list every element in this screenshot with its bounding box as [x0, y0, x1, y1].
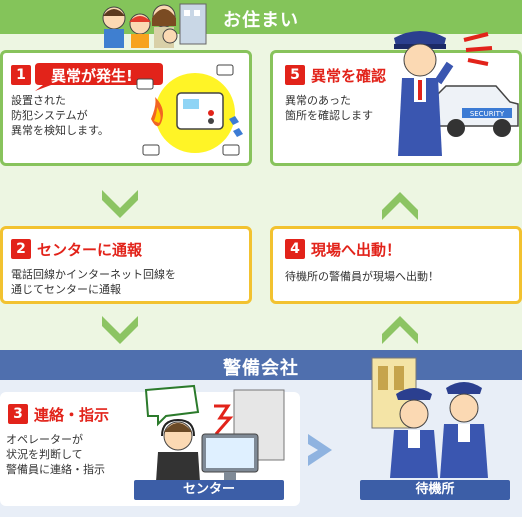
step-1-desc-line-1: 設置された: [11, 94, 66, 107]
step-1-number: 1: [11, 65, 31, 85]
step-4-desc-line-1: 待機所の警備員が現場へ出動！: [285, 270, 439, 283]
standby-guards-illustration: [371, 357, 488, 478]
step-1-title: 異常が発生!: [51, 67, 133, 85]
step-2-card: 2 センターに通報 電話回線かインターネット回線を 通じてセンターに通報: [0, 226, 252, 304]
step-4-card: 4 現場へ出動！ 待機所の警備員が現場へ出動！: [270, 226, 522, 304]
arrow-down-icon: [102, 190, 138, 218]
step-5-title: 異常を確認: [311, 67, 387, 85]
step-5-desc-line-2: 箇所を確認します: [285, 109, 373, 122]
step-5-desc-line-1: 異常のあった: [285, 94, 351, 107]
operator-illustration: [144, 384, 285, 482]
standby-label: 待機所: [360, 480, 510, 500]
center-label: センター: [134, 480, 284, 500]
step-4-title: 現場へ出動！: [311, 241, 402, 259]
step-2-number: 2: [11, 239, 31, 259]
step-3-title: 連絡・指示: [34, 406, 110, 424]
alert-speech-bubble: [35, 63, 163, 91]
step-3-desc-line-1: オペレーターが: [6, 433, 83, 446]
step-5-card: 5 異常を確認 異常のあった 箇所を確認します: [270, 50, 522, 166]
step-3-number: 3: [8, 404, 28, 424]
step-1-desc-line-2: 防犯システムが: [11, 109, 88, 122]
arrow-up-icon: [382, 192, 418, 220]
arrow-up-icon-2: [382, 316, 418, 344]
step-5-number: 5: [285, 65, 305, 85]
step-2-title: センターに通報: [37, 241, 143, 259]
step-2-desc-line-1: 電話回線かインターネット回線を: [11, 268, 176, 281]
security-company-band: 警備会社: [0, 350, 522, 380]
step-3-desc-line-3: 警備員に連絡・指示: [6, 463, 105, 476]
car-security-text: SECURITY: [470, 110, 505, 118]
chevron-right-icon: [308, 434, 332, 466]
step-2-desc-line-2: 通じてセンターに通報: [11, 283, 121, 296]
security-company-band-title: 警備会社: [223, 358, 299, 379]
step-1-desc-line-3: 異常を検知します。: [11, 124, 109, 137]
alarm-system-illustration: [136, 64, 243, 156]
residence-band: お住まい: [0, 0, 522, 34]
step-1-card: 1 異常が発生! 設置された 防犯システムが 異常を検知します。: [0, 50, 252, 166]
family-illustration: [102, 3, 207, 48]
arrow-down-icon-2: [102, 316, 138, 344]
guard-and-car-illustration: SECURITY: [394, 31, 519, 156]
step-4-number: 4: [285, 239, 305, 259]
residence-band-title: お住まい: [223, 10, 299, 31]
step-3-desc-line-2: 状況を判断して: [6, 448, 83, 461]
